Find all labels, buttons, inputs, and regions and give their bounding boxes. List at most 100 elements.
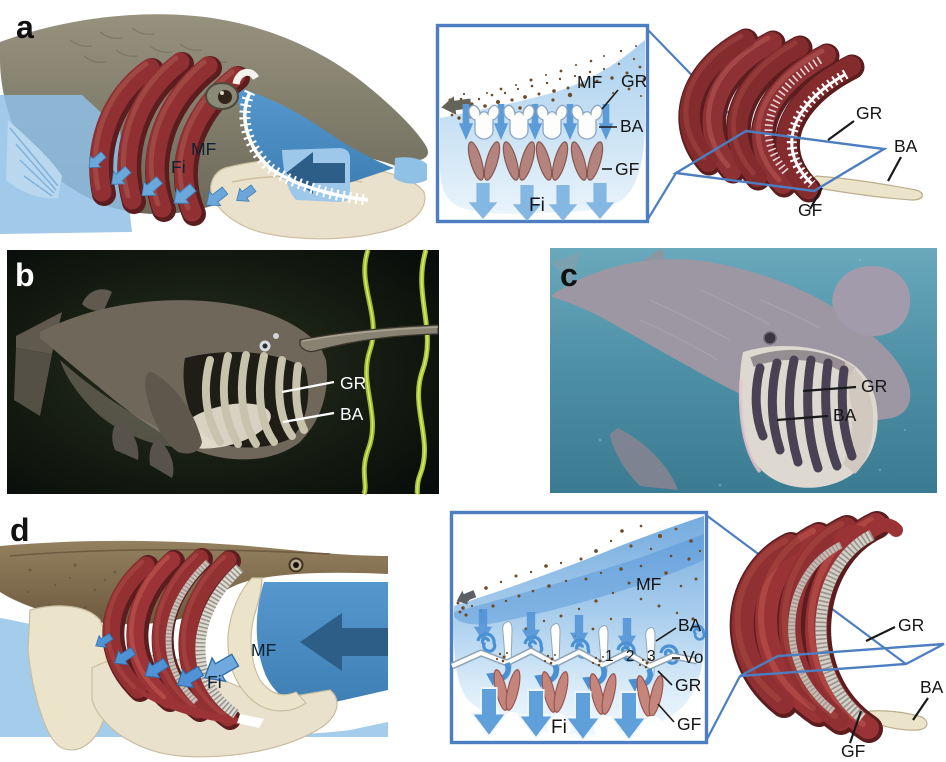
label-gf-inset-a: GF: [615, 159, 639, 179]
panel-b: GR BA b: [7, 249, 439, 496]
arch-tip-white: [237, 714, 264, 728]
shark-tail-hint: [552, 252, 580, 286]
zoom-connector-bottom-a: [647, 172, 677, 220]
label-fi-panel-a: Fi: [171, 157, 186, 177]
model-a-section-plane: [672, 129, 888, 193]
leader-gr-inset-a: [601, 89, 619, 110]
label-fi-inset-d: Fi: [551, 717, 567, 738]
inset-d-scallop-edge: [454, 710, 703, 740]
gill-raker-serration: [232, 68, 369, 206]
gill-arch-bars-b: [201, 351, 308, 448]
label-ba-photo-c: BA: [833, 405, 857, 425]
panel-letter-b: b: [15, 257, 35, 293]
operculum-flap: [145, 371, 202, 454]
panel-d-model: GR BA GF: [705, 511, 945, 761]
inset-d-trapped-particle-clumps: [495, 652, 651, 669]
leader-ba-inset-d: [655, 627, 677, 642]
model-d-raker-combs: [788, 530, 875, 723]
leader-gf-model-a: [809, 187, 823, 210]
inset-d-deep-band: [454, 534, 704, 625]
gill-raker-combs-d: [165, 559, 244, 719]
dorsal-fin: [82, 289, 112, 311]
label-gr-model-d: GR: [898, 615, 924, 635]
leader-ba-model-d: [912, 697, 929, 721]
tail-fin-lower: [14, 348, 52, 416]
label-gf-model-d: GF: [841, 741, 865, 761]
leader-gr-model-d: [865, 626, 896, 642]
skull-ridge-line: [9, 548, 331, 557]
label-mf-panel-d: MF: [251, 640, 276, 660]
gill-arches: [89, 52, 250, 226]
zoom-connector-bottom-d: [705, 675, 741, 742]
panel-letter-a: a: [16, 9, 34, 45]
panel-d-fish-illustration: MF Fi: [0, 540, 388, 758]
fish-eye-glint: [220, 91, 224, 95]
label-gr-photo-c: GR: [861, 376, 887, 396]
shark-eye: [763, 331, 777, 345]
shark-skin-texture: [639, 289, 821, 361]
label-gf-model-a: GF: [798, 200, 822, 220]
label-ba-inset-a: BA: [620, 116, 644, 136]
leader-gr-model-a: [827, 120, 855, 141]
label-ba-photo-b: BA: [340, 404, 364, 424]
pelvic-fin: [112, 418, 139, 460]
label-gf-inset-d: GF: [677, 714, 701, 734]
rostrum-paddle: [299, 324, 439, 353]
pectoral-fin-rays: [9, 127, 59, 197]
leader-ba-photo-b: [282, 411, 335, 424]
label-ba-inset-d: BA: [678, 615, 702, 635]
label-mf-panel-a: MF: [191, 139, 216, 159]
rostrum-top-edge: [301, 326, 439, 342]
panel-a-inset: MF GR BA GF Fi: [435, 23, 650, 224]
mouth-inflow-arrow-d-icon: [300, 613, 388, 671]
panel-c: GR BA c: [550, 248, 937, 493]
model-d-bone: [860, 710, 928, 731]
gill-arches-d: [102, 548, 245, 730]
model-d-section-plane: [739, 642, 945, 678]
jaw-anterior-band: [227, 577, 307, 712]
leader-ba-photo-c: [776, 414, 829, 422]
inset-d-particle-field: [456, 524, 702, 638]
leader-gr-photo-b: [281, 380, 335, 394]
anal-fin: [149, 438, 174, 478]
label-steps-inset-d: 1 2 3: [605, 648, 659, 665]
spiracle-dot: [273, 333, 279, 339]
model-a-gill-arches: [678, 28, 865, 203]
fish-eye-b-pupil: [262, 343, 268, 349]
gill-arch-bars-c: [751, 355, 857, 473]
label-ba-model-a: BA: [894, 136, 918, 156]
mouth-lip-rim: [738, 379, 762, 474]
fish-eye-pupil: [218, 90, 232, 104]
leader-gf-model-d: [848, 710, 863, 744]
mouth-gap-water: [394, 157, 427, 184]
label-gr-photo-b: GR: [340, 373, 366, 393]
label-ba-model-d: BA: [920, 677, 944, 697]
fish-eye-d-pupil: [293, 562, 299, 568]
leader-ba-model-a: [887, 156, 902, 182]
panel-letter-c: c: [560, 257, 578, 293]
label-fi-inset-a: Fi: [529, 195, 545, 216]
model-a-raker-serration: [764, 56, 849, 188]
leader-gf-inset-d: [657, 703, 675, 723]
label-gr-model-a: GR: [856, 103, 882, 123]
label-mf-inset-a: MF: [577, 72, 602, 92]
label-gr-inset-a: GR: [621, 71, 647, 91]
label-mf-inset-d: MF: [636, 574, 661, 594]
label-gr-inset-d: GR: [675, 675, 701, 695]
panel-d: MF Fi: [0, 510, 945, 761]
mouth-cavity-water: [238, 88, 394, 187]
shark-snout: [832, 266, 911, 336]
panel-a: MF Fi: [0, 9, 923, 240]
panel-a-fish-illustration: MF Fi: [0, 14, 428, 240]
shark-pectoral-fin: [610, 428, 678, 490]
panel-a-model: GR BA GF: [647, 28, 923, 220]
photo-b-paddlefish: [14, 289, 439, 478]
model-a-bone: [804, 175, 923, 201]
label-vo-inset-d: Vo: [683, 647, 703, 667]
inset-d-raker-flanges: [450, 647, 698, 670]
panel-d-inset: MF BA Vo GR GF 1 2 3 Fi: [449, 510, 709, 745]
leader-gr-photo-c: [802, 385, 857, 393]
photo-c-basking-shark: [552, 248, 911, 490]
